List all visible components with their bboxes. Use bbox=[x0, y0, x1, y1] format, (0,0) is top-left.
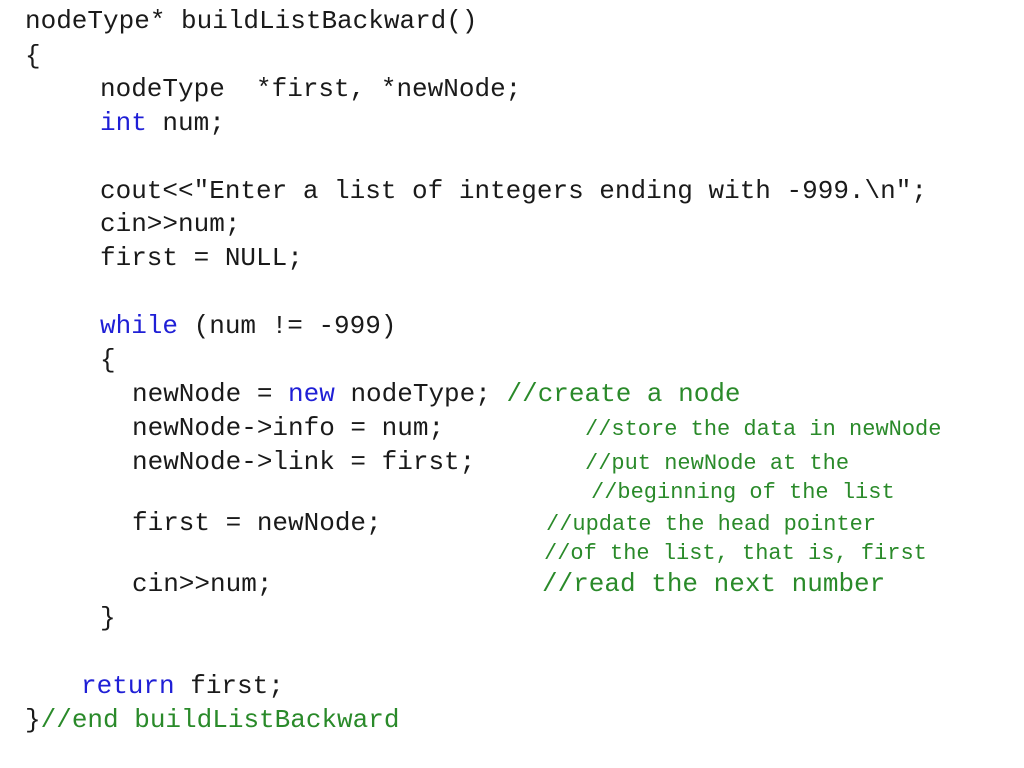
keyword-while: while bbox=[100, 311, 179, 341]
keyword-int: int bbox=[100, 108, 147, 138]
code-comment: //end buildListBackward bbox=[40, 705, 400, 735]
code-text: nodeType* buildListBackward() bbox=[25, 6, 478, 36]
code-text: { bbox=[25, 41, 41, 71]
code-text: newNode = bbox=[132, 379, 289, 409]
code-comment: //store the data in newNode bbox=[585, 417, 942, 442]
code-text: newNode->info = num; bbox=[132, 413, 445, 443]
code-text: newNode->link = first; bbox=[132, 447, 476, 477]
code-text: cout<<"Enter a list of integers ending w… bbox=[100, 176, 927, 206]
while-close-brace-line: } bbox=[100, 605, 116, 631]
code-comment: //put newNode at the bbox=[585, 451, 850, 476]
code-text: (num != -999) bbox=[178, 311, 397, 341]
link-assign-line: newNode->link = first; bbox=[132, 449, 475, 475]
cin-line: cin>>num; bbox=[100, 211, 240, 237]
cout-line: cout<<"Enter a list of integers ending w… bbox=[100, 178, 927, 204]
while-line: while (num != -999) bbox=[100, 313, 396, 339]
code-comment: //of the list, that is, first bbox=[544, 541, 927, 566]
code-text: nodeType *first, *newNode; bbox=[100, 74, 522, 104]
code-comment: //create a node bbox=[506, 379, 741, 409]
info-assign-line: newNode->info = num; bbox=[132, 415, 444, 441]
keyword-return: return bbox=[81, 671, 175, 701]
keyword-new: new bbox=[288, 379, 335, 409]
int-declaration-line: int num; bbox=[100, 110, 225, 136]
code-text: num; bbox=[146, 108, 225, 138]
while-open-brace-line: { bbox=[100, 347, 116, 373]
code-text: first = NULL; bbox=[100, 243, 303, 273]
function-signature-line: nodeType* buildListBackward() bbox=[25, 8, 477, 34]
code-text: nodeType; bbox=[334, 379, 507, 409]
close-brace-line: }//end buildListBackward bbox=[25, 707, 399, 733]
code-text: } bbox=[25, 705, 41, 735]
code-comment: //beginning of the list bbox=[591, 480, 895, 505]
code-text: first; bbox=[174, 671, 284, 701]
open-brace-line: { bbox=[25, 43, 41, 69]
first-null-line: first = NULL; bbox=[100, 245, 303, 271]
code-text: cin>>num; bbox=[132, 569, 273, 599]
code-text: first = newNode; bbox=[132, 508, 382, 538]
declaration-line: nodeType *first, *newNode; bbox=[100, 76, 521, 102]
code-text: } bbox=[100, 603, 116, 633]
cin-loop-line: cin>>num; bbox=[132, 571, 272, 597]
code-text: { bbox=[100, 345, 116, 375]
code-text: cin>>num; bbox=[100, 209, 241, 239]
first-assign-line: first = newNode; bbox=[132, 510, 382, 536]
code-comment: //update the head pointer bbox=[546, 512, 877, 537]
new-node-line: newNode = new nodeType; //create a node bbox=[132, 381, 741, 407]
return-line: return first; bbox=[81, 673, 284, 699]
code-comment: //read the next number bbox=[542, 569, 886, 599]
